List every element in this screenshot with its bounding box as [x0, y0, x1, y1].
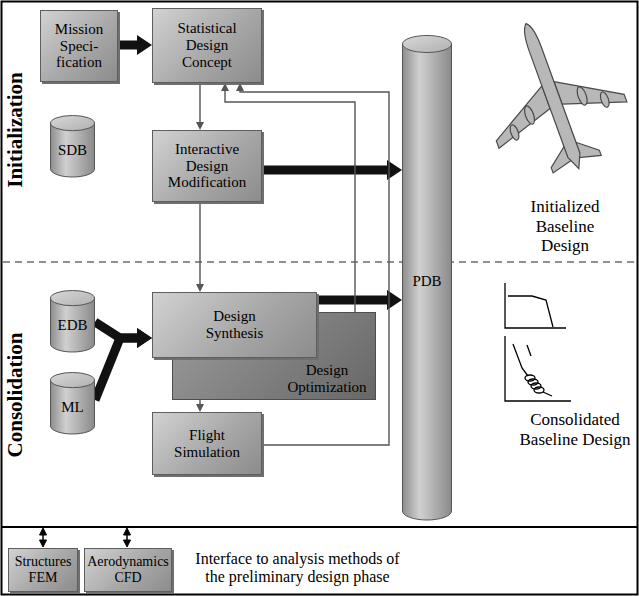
text-holder: EDB	[58, 317, 88, 334]
block-arrow	[118, 41, 138, 50]
node-text: Statistical Design Concept	[161, 20, 253, 70]
text-holder: PDB	[412, 273, 441, 290]
node-text: Aerodynamics CFD	[87, 554, 169, 585]
node-text: SDB	[58, 142, 87, 159]
database-cylinder: SDB	[50, 115, 95, 177]
database-cylinder: PDB	[402, 35, 452, 520]
node-text: Flight Simulation	[161, 427, 253, 461]
cylinder-top	[403, 36, 452, 53]
phase-label-holder: Initialization	[3, 40, 29, 220]
payload-range-chart	[505, 283, 566, 328]
process-box: Mission Speci- fication	[40, 10, 118, 82]
airplane-illustration	[462, 0, 639, 192]
block-arrow	[317, 296, 388, 305]
method-box: Structures FEM	[8, 548, 78, 592]
text-holder: Statistical Design Concept	[161, 20, 253, 70]
node-text: Design Optimization	[284, 362, 370, 396]
result-label-holder: Consolidated Baseline Design	[500, 410, 639, 449]
block-arrow	[95, 338, 138, 400]
phase-label: Initialization	[3, 40, 27, 220]
text-holder: Design Synthesis	[185, 308, 285, 342]
result-label-holder: Initialized Baseline Design	[515, 197, 615, 256]
text-holder: SDB	[58, 142, 87, 159]
method-box: Aerodynamics CFD	[84, 548, 172, 592]
node-text: EDB	[58, 317, 88, 334]
process-box: Design Synthesis	[152, 292, 317, 358]
text-holder: Interactive Design Modification	[161, 141, 253, 191]
text-holder: ML	[61, 399, 84, 416]
text-holder: Design Optimization	[284, 362, 370, 396]
interface-arrows	[40, 528, 131, 547]
text-holder: Flight Simulation	[161, 427, 253, 461]
phase-label-holder: Consolidation	[3, 305, 29, 485]
text-holder: Aerodynamics CFD	[87, 554, 169, 585]
node-text: Interactive Design Modification	[161, 141, 253, 191]
text-holder: Mission Speci- fication	[49, 21, 109, 71]
interface-note-holder: Interface to analysis methods of the pre…	[190, 550, 405, 587]
phase-label: Consolidation	[3, 305, 27, 485]
text-holder: Structures FEM	[15, 554, 72, 585]
node-text: PDB	[412, 273, 441, 290]
result-label: Initialized Baseline Design	[515, 197, 615, 256]
result-label: Consolidated Baseline Design	[500, 410, 639, 449]
database-cylinder: EDB	[50, 290, 95, 352]
cylinder-top	[51, 116, 95, 131]
node-text: Mission Speci- fication	[49, 21, 109, 71]
stability-chart	[505, 336, 571, 401]
flow-arrow	[199, 83, 200, 122]
cylinder-body	[403, 44, 452, 520]
process-box: Statistical Design Concept	[152, 8, 262, 83]
process-box: Interactive Design Modification	[152, 130, 262, 202]
interface-divider	[2, 526, 637, 528]
node-text: ML	[61, 399, 84, 416]
node-text: Design Synthesis	[185, 308, 285, 342]
block-arrow	[262, 166, 388, 175]
process-box: Flight Simulation	[152, 412, 262, 475]
flow-arrow	[199, 202, 200, 284]
cylinder-top	[51, 373, 95, 388]
node-text: Structures FEM	[15, 554, 72, 585]
database-cylinder: ML	[50, 372, 95, 434]
cylinder-top	[51, 291, 95, 306]
interface-note: Interface to analysis methods of the pre…	[190, 550, 405, 587]
phase-divider	[3, 262, 636, 263]
